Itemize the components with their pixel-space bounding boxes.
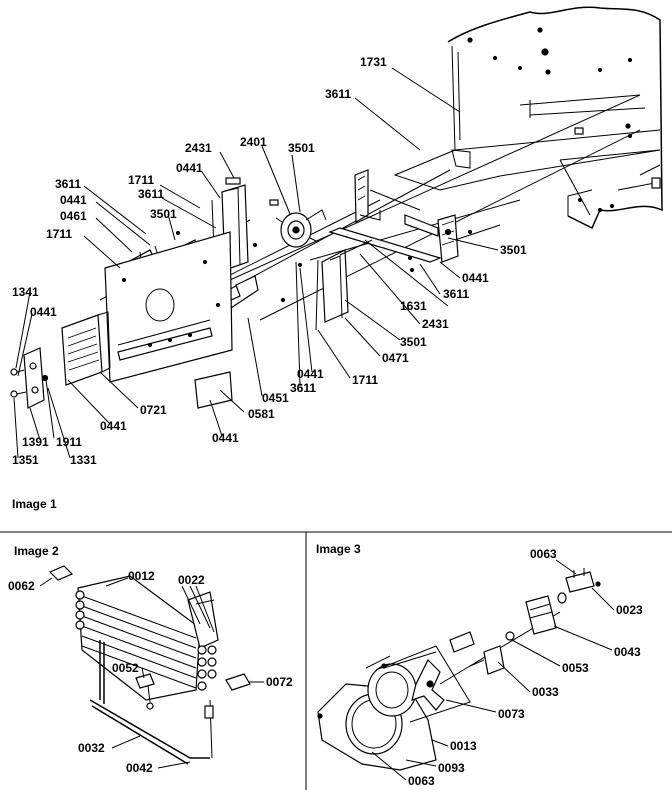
label-0441-d: 0441 — [462, 271, 489, 285]
label-0581: 0581 — [248, 407, 275, 421]
label-2431-b: 2431 — [422, 317, 449, 331]
image1-title: Image 1 — [12, 497, 57, 511]
label-3501-d: 3501 — [400, 335, 427, 349]
image1-panel: 1731 3611 2431 2401 3501 0441 1711 3611 … — [10, 6, 663, 511]
label-3501-a: 3501 — [288, 141, 315, 155]
label-1911: 1911 — [56, 435, 82, 449]
label-1341: 1341 — [12, 285, 39, 299]
hinge-plate — [10, 347, 49, 409]
label-0093: 0093 — [438, 761, 465, 775]
label-3611-b: 3611 — [138, 187, 164, 201]
label-0033: 0033 — [532, 685, 559, 699]
image3-labels: 0063 0023 0043 0053 0033 0073 0013 0093 … — [408, 547, 643, 788]
label-1711-a: 1711 — [128, 173, 154, 187]
label-0042: 0042 — [126, 761, 153, 775]
label-1731: 1731 — [360, 55, 387, 69]
label-0073: 0073 — [498, 707, 525, 721]
image3-title: Image 3 — [316, 542, 361, 556]
image2-leaders — [39, 577, 264, 769]
label-3501-b: 3501 — [150, 207, 177, 221]
label-1711-b: 1711 — [46, 227, 72, 241]
label-3611-c: 3611 — [55, 177, 81, 191]
part-0072-shape — [225, 673, 251, 691]
label-0053: 0053 — [562, 661, 589, 675]
fan-motor-assembly — [439, 568, 601, 685]
right-vertical-duct — [315, 239, 373, 331]
front-grille — [61, 311, 111, 386]
image2-panel: Image 2 — [8, 544, 293, 775]
label-0022: 0022 — [178, 573, 205, 587]
label-0461: 0461 — [60, 209, 87, 223]
main-back-panel — [104, 231, 233, 409]
panel-frames — [0, 531, 672, 790]
label-0013: 0013 — [450, 739, 477, 753]
label-1351: 1351 — [12, 453, 39, 467]
label-1631: 1631 — [400, 299, 427, 313]
label-2401: 2401 — [240, 135, 267, 149]
label-1711-c: 1711 — [352, 373, 378, 387]
label-3611-e: 3611 — [290, 381, 316, 395]
label-0721: 0721 — [140, 403, 167, 417]
label-0471: 0471 — [382, 351, 409, 365]
label-0052: 0052 — [112, 661, 139, 675]
label-0032: 0032 — [78, 741, 105, 755]
label-3611-a: 3611 — [325, 87, 351, 101]
coil-return-bends — [197, 645, 217, 691]
label-0063-a: 0063 — [530, 547, 557, 561]
screws — [121, 230, 415, 308]
label-0441-g: 0441 — [100, 419, 127, 433]
label-0062: 0062 — [8, 579, 35, 593]
label-0441-c: 0441 — [30, 305, 57, 319]
label-3611-d: 3611 — [443, 287, 469, 301]
label-0441-b: 0441 — [60, 193, 87, 207]
label-0441-e: 0441 — [297, 367, 324, 381]
label-0043: 0043 — [614, 645, 641, 659]
image3-leaders — [371, 559, 615, 781]
label-3501-c: 3501 — [500, 243, 527, 257]
label-2431-a: 2431 — [185, 141, 212, 155]
label-0441-f: 0441 — [212, 431, 239, 445]
label-1331: 1331 — [70, 453, 97, 467]
image2-labels: 0062 0012 0022 0052 0072 0032 0042 — [8, 569, 293, 775]
fan-motor — [269, 199, 327, 248]
label-0063-b: 0063 — [408, 774, 435, 788]
image1-labels: 1731 3611 2431 2401 3501 0441 1711 3611 … — [12, 55, 527, 467]
label-0451: 0451 — [262, 391, 289, 405]
fan-shroud — [317, 645, 471, 771]
fan-blade — [411, 658, 445, 711]
label-0023: 0023 — [616, 603, 643, 617]
label-0072: 0072 — [266, 675, 293, 689]
label-0441-a: 0441 — [176, 161, 203, 175]
image1-leaders — [13, 67, 499, 459]
image3-panel: Image 3 — [316, 542, 643, 788]
label-1391: 1391 — [22, 435, 49, 449]
cabinet-housing — [393, 6, 663, 230]
part-0062-shape — [48, 565, 74, 581]
image2-title: Image 2 — [14, 544, 59, 558]
label-0012: 0012 — [128, 569, 155, 583]
evaporator-coil — [75, 575, 219, 765]
right-bracket-assembly — [328, 169, 501, 263]
